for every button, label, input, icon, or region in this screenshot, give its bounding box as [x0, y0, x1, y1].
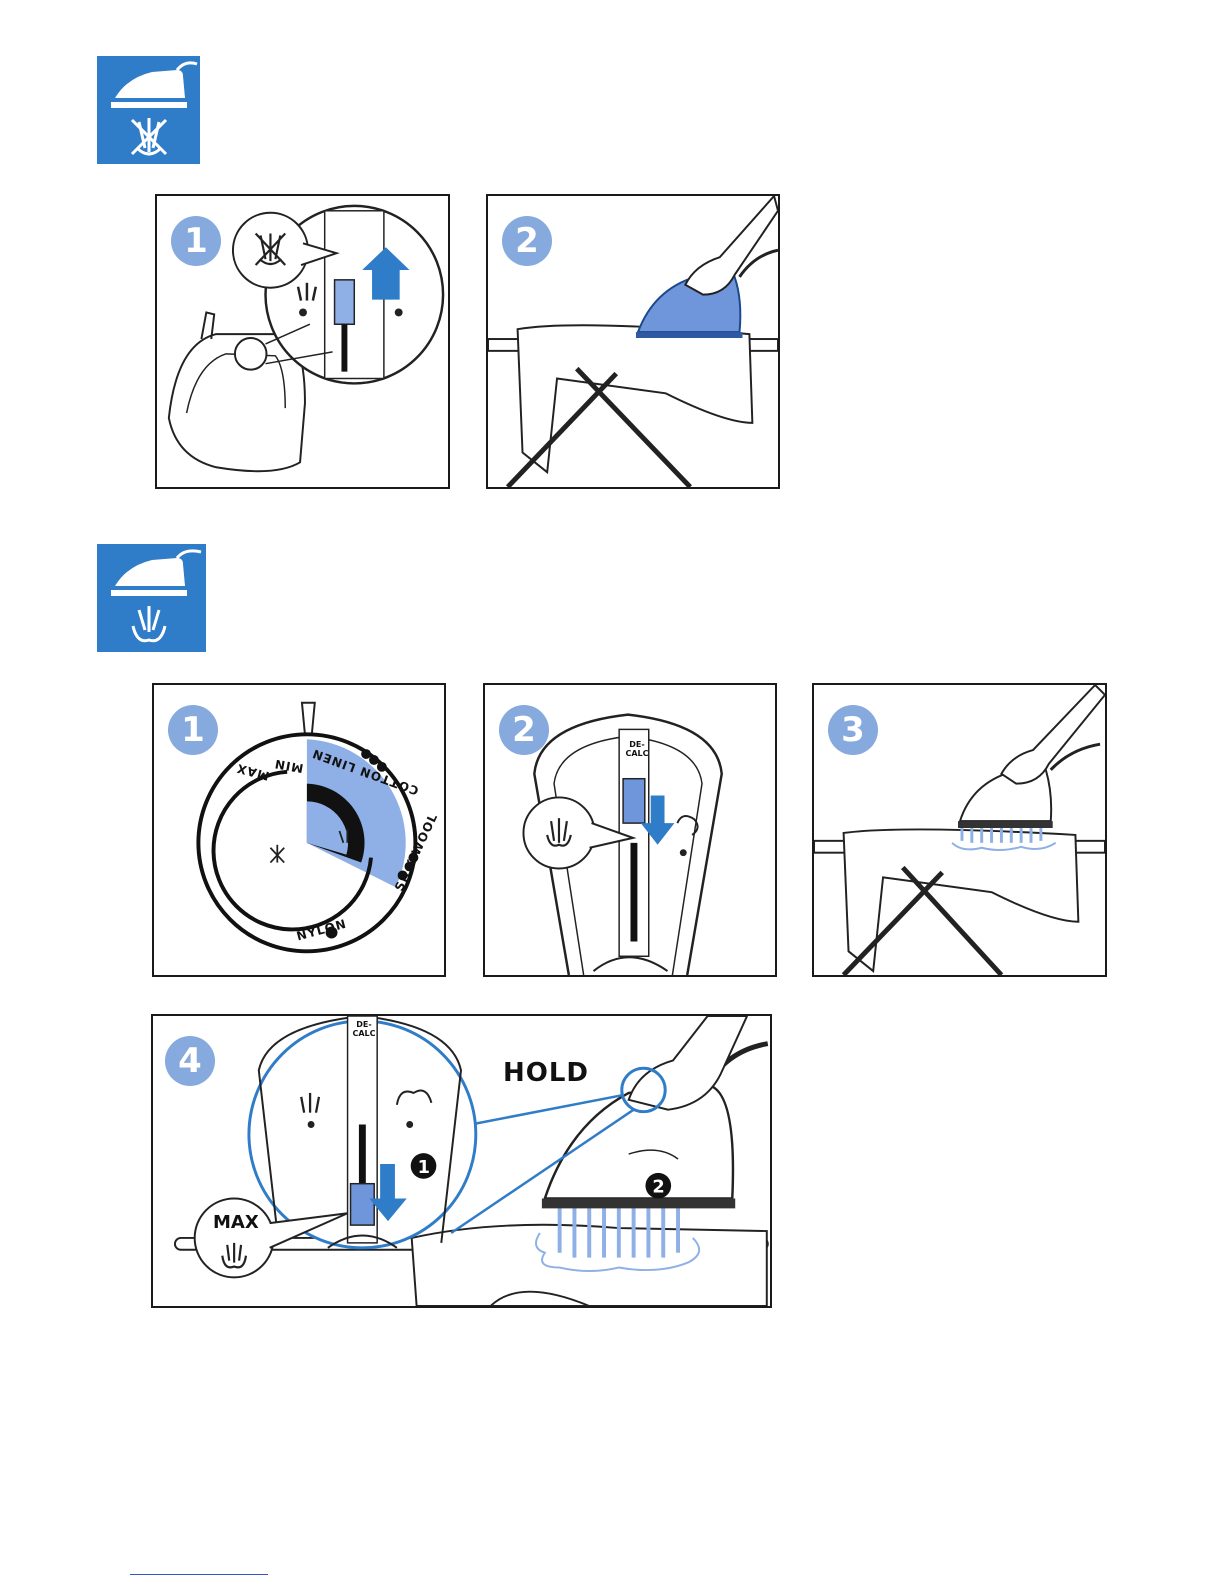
step-panel-1: 1 — [155, 194, 450, 489]
step-panel-3: 3 — [812, 683, 1107, 977]
step-number-badge: 1 — [168, 705, 218, 755]
step-panel-1: 1 MAX MIN COTTON LINEN SILK WOOL NYLON — [152, 683, 446, 977]
iron-no-steam-icon — [97, 56, 200, 164]
step-number-badge: 2 — [499, 705, 549, 755]
step-number-badge: 3 — [828, 705, 878, 755]
decalc-label: DE- CALC — [352, 1020, 376, 1038]
max-text: MAX — [213, 1212, 259, 1233]
svg-text:1: 1 — [418, 1158, 430, 1178]
step-panel-2: 2 — [486, 194, 780, 489]
step-panel-4: 4 2 1 — [151, 1014, 772, 1308]
svg-text:2: 2 — [652, 1178, 664, 1198]
hold-text: HOLD — [503, 1058, 589, 1088]
footer-link-underline — [130, 1574, 268, 1575]
iron-shot-of-steam-icon — [97, 544, 206, 652]
step-number-badge: 4 — [165, 1036, 215, 1086]
step-number-badge: 1 — [171, 216, 221, 266]
step-panel-2: 2 DE- CALC — [483, 683, 777, 977]
step-number-badge: 2 — [502, 216, 552, 266]
decalc-label: DE- CALC — [625, 740, 649, 758]
